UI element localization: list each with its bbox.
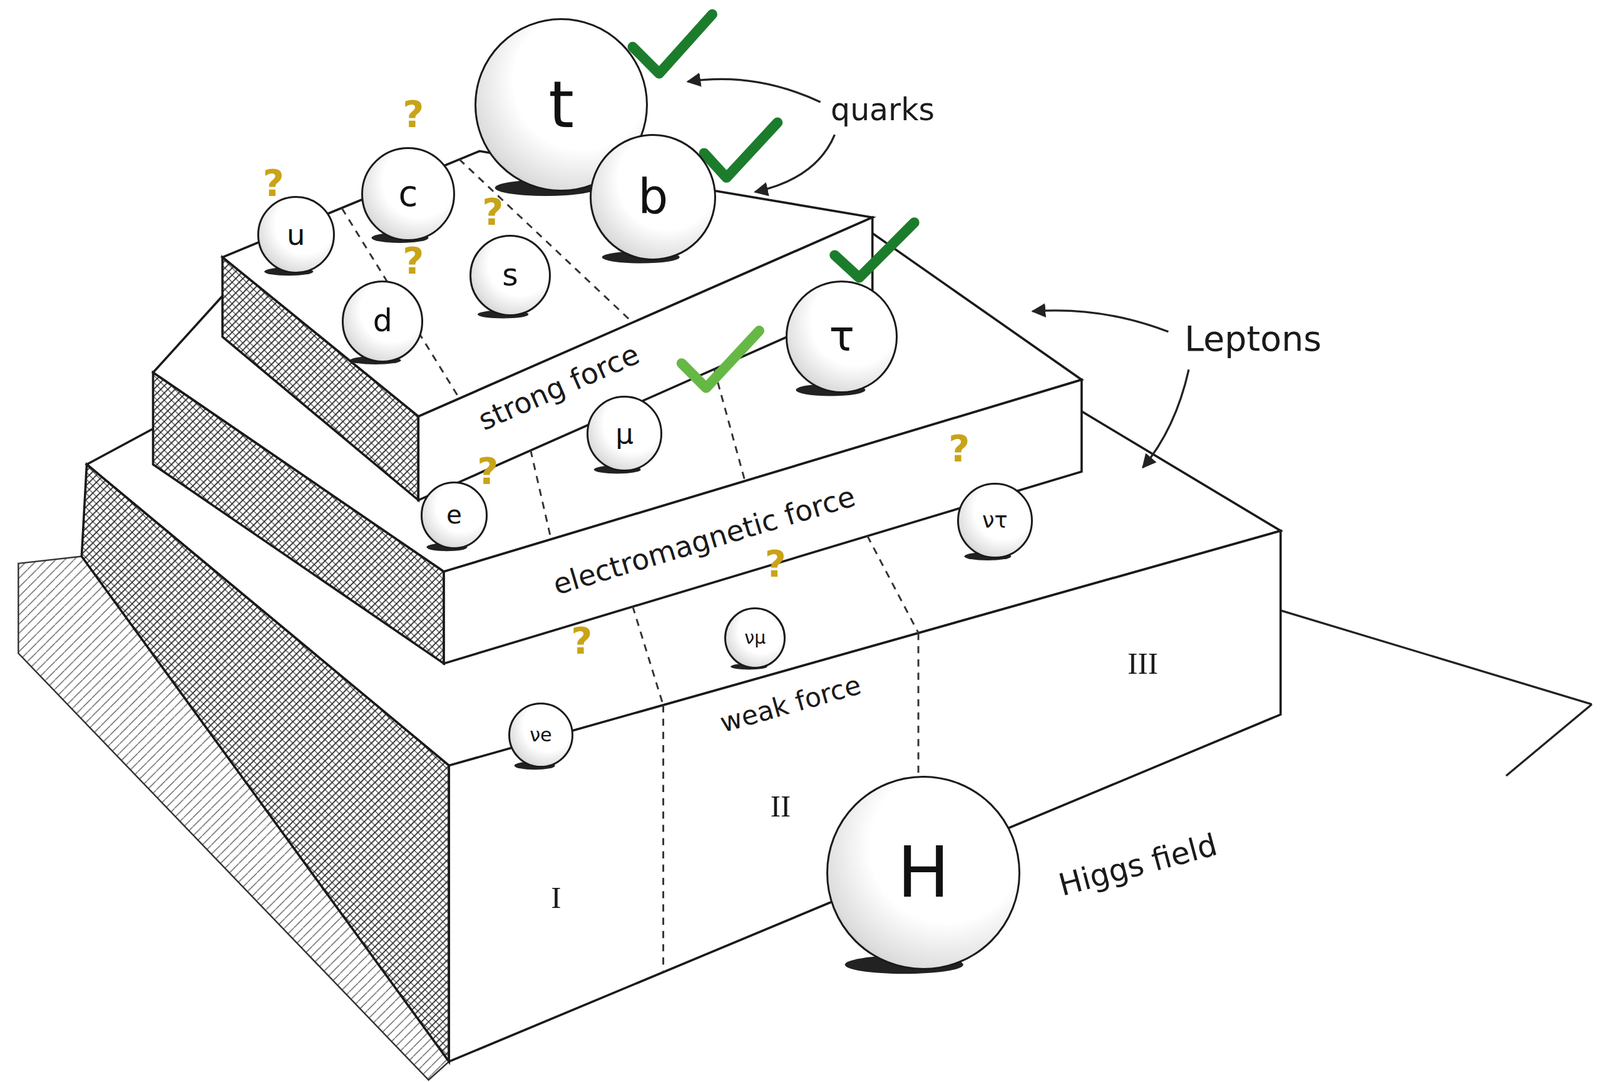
generation-numeral: I	[550, 881, 561, 916]
force-label: electromagnetic force	[549, 480, 859, 601]
particle-symbol: u	[286, 220, 305, 250]
particle-symbol: e	[446, 502, 462, 528]
particle-sphere: e	[420, 481, 489, 549]
particle-sphere: d	[341, 280, 424, 362]
dashed-divider	[632, 605, 664, 705]
leader-arrow	[687, 78, 821, 103]
particle-symbol: t	[548, 72, 575, 138]
particle-sphere: u	[257, 195, 335, 274]
particle-symbol: d	[373, 306, 393, 337]
group-label: quarks	[830, 93, 935, 128]
force-label: strong force	[473, 338, 645, 437]
field-label: Higgs field	[1055, 828, 1221, 903]
generation-numeral: II	[770, 789, 792, 824]
question-mark: ?	[402, 93, 424, 135]
question-mark: ?	[948, 428, 970, 470]
leader-arrows	[687, 78, 1189, 467]
sphere-shadows	[264, 179, 1011, 974]
group-label: Leptons	[1184, 319, 1322, 359]
particle-sphere: ντ	[957, 482, 1033, 559]
question-mark: ?	[402, 241, 424, 282]
checkmark	[681, 330, 760, 388]
particle-sphere: τ	[785, 280, 898, 393]
particle-sphere: νμ	[724, 607, 786, 669]
particle-sphere: H	[826, 775, 1021, 970]
question-mark: ?	[570, 620, 593, 662]
question-mark: ?	[482, 192, 504, 233]
checkmark	[834, 222, 914, 278]
particle-symbol: H	[897, 837, 950, 908]
dashed-divider	[867, 535, 919, 633]
leader-arrow	[1143, 369, 1189, 467]
checkmark	[632, 14, 713, 74]
particle-symbol: s	[502, 260, 518, 292]
particle-sphere: b	[589, 133, 717, 261]
particle-symbol: νμ	[744, 629, 766, 647]
dashed-divider	[530, 450, 552, 539]
particle-symbol: c	[398, 176, 419, 212]
checkmark	[704, 122, 778, 178]
force-label: weak force	[717, 670, 865, 739]
leader-arrow	[1032, 310, 1169, 332]
question-mark: ?	[476, 451, 499, 493]
particle-symbol: b	[637, 173, 668, 221]
particle-symbol: ντ	[982, 509, 1008, 532]
leader-arrow	[754, 134, 835, 192]
question-mark: ?	[764, 543, 787, 585]
particle-symbol: τ	[829, 315, 855, 358]
particle-sphere: c	[361, 147, 456, 242]
particle-sphere: s	[469, 234, 551, 317]
particle-symbol: μ	[615, 419, 634, 448]
floor-line	[1280, 610, 1592, 776]
dashed-divider	[662, 704, 665, 971]
particle-sphere: νe	[508, 702, 574, 768]
question-mark: ?	[262, 163, 285, 205]
dashed-divider	[714, 369, 745, 481]
generation-numeral: III	[1127, 646, 1159, 681]
particle-symbol: νe	[529, 725, 553, 745]
particle-sphere: μ	[586, 395, 663, 472]
